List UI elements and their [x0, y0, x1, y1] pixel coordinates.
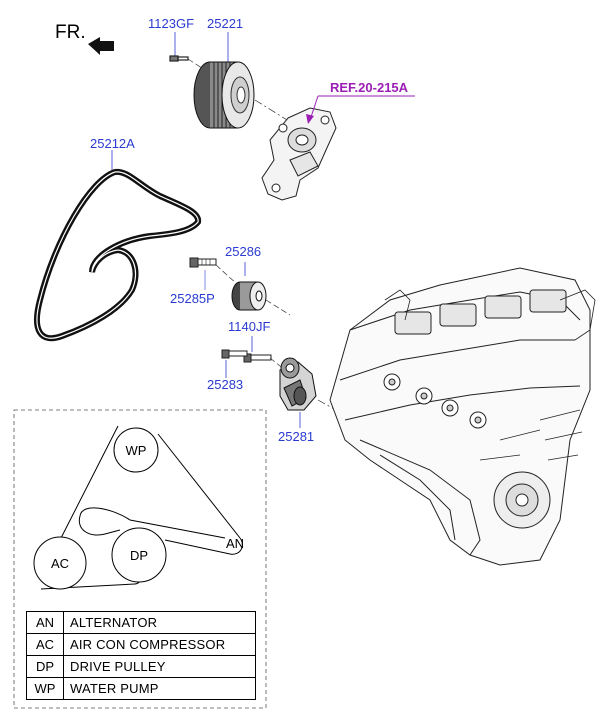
- front-arrow-icon: [88, 37, 114, 55]
- water-pump-housing-icon: [261, 107, 337, 201]
- part-number-tensioner: 25281: [278, 429, 314, 444]
- pulley-an-label: AN: [226, 536, 244, 551]
- pulley-wp: WP: [113, 427, 159, 473]
- legend-row: AC AIR CON COMPRESSOR: [26, 633, 256, 656]
- front-direction-label: FR.: [55, 22, 86, 43]
- pulley-ac-label: AC: [51, 556, 69, 571]
- pulley-dp: DP: [111, 527, 167, 583]
- legend-row: WP WATER PUMP: [26, 677, 256, 700]
- idler-pulley-icon: [231, 281, 267, 311]
- part-number-tensioner-bolt-upper: 1140JF: [228, 319, 270, 334]
- legend-row: AN ALTERNATOR: [26, 611, 256, 634]
- part-number-idler: 25286: [225, 244, 261, 259]
- legend-row: DP DRIVE PULLEY: [26, 655, 256, 678]
- belt-tensioner-icon: [279, 357, 317, 411]
- tensioner-bolt-upper-icon: [243, 353, 272, 363]
- legend-description: DRIVE PULLEY: [63, 655, 256, 678]
- tensioner-bolt-lower-icon: [221, 349, 248, 359]
- pulley-wp-label: WP: [126, 443, 147, 458]
- pulley-ac: AC: [33, 536, 87, 590]
- part-number-belt: 25212A: [90, 136, 135, 151]
- legend-description: AIR CON COMPRESSOR: [63, 633, 256, 656]
- pulley-legend-table: AN ALTERNATOR AC AIR CON COMPRESSOR DP D…: [26, 611, 256, 700]
- part-number-idler-bolt: 25285P: [170, 291, 215, 306]
- part-number-pulley: 25221: [207, 16, 243, 31]
- legend-code: AN: [26, 611, 64, 634]
- pulley-dp-label: DP: [130, 548, 148, 563]
- legend-description: WATER PUMP: [63, 677, 256, 700]
- legend-description: ALTERNATOR: [63, 611, 256, 634]
- water-pump-pulley-icon: [193, 32, 255, 129]
- part-number-bolt-top: 1123GF: [148, 16, 194, 31]
- reference-arrow-icon: [306, 95, 415, 124]
- idler-bolt-icon: [189, 257, 217, 268]
- engine-assembly-icon: [329, 267, 596, 566]
- pulley-an: AN: [226, 536, 244, 551]
- part-number-tensioner-bolt-lower: 25283: [207, 377, 243, 392]
- legend-code: WP: [26, 677, 64, 700]
- reference-label: REF.20-215A: [330, 80, 409, 95]
- drive-belt-icon: [34, 168, 201, 342]
- bolt-1123gf-icon: [169, 32, 189, 62]
- belt-routing-frame: [13, 409, 267, 709]
- legend-code: DP: [26, 655, 64, 678]
- legend-code: AC: [26, 633, 64, 656]
